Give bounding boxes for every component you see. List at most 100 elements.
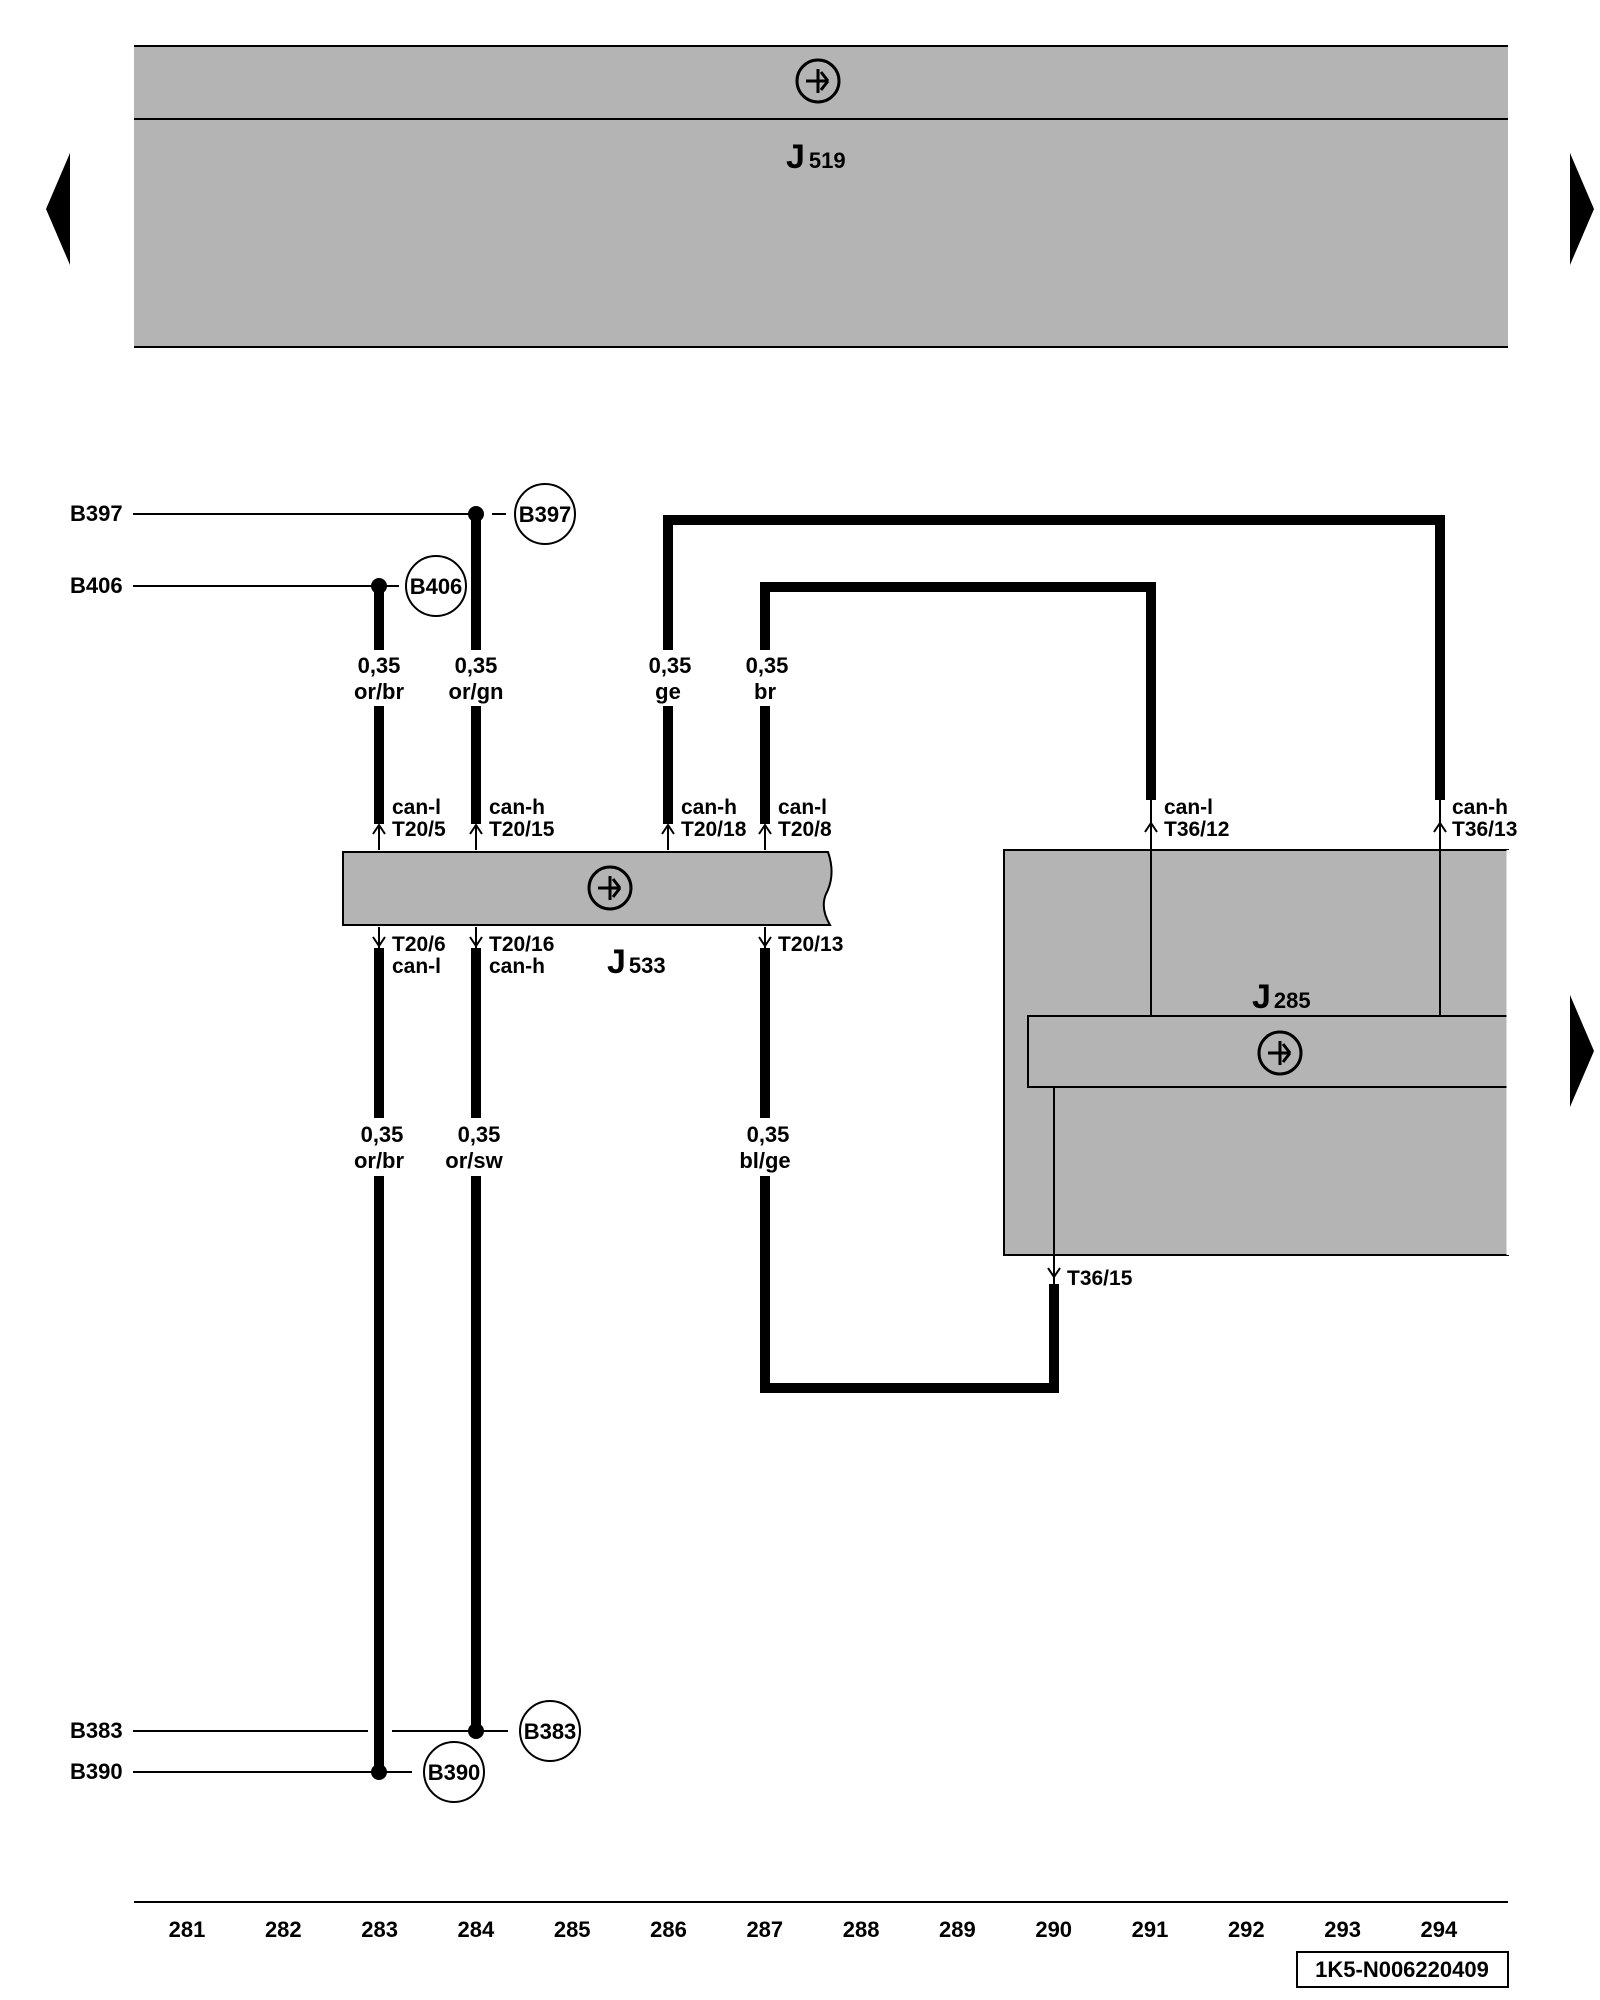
document-code-box: 1K5-N006220409 (1296, 1951, 1509, 1988)
wire-size: 0,35 (361, 1122, 404, 1147)
footer-column-number: 282 (265, 1917, 302, 1942)
wire-br-loop[interactable] (760, 582, 1156, 800)
wire-label-286-top: 0,35 ge (649, 653, 692, 704)
footer-column-number: 293 (1324, 1917, 1361, 1942)
wire-size: 0,35 (746, 653, 789, 678)
footer-column-number: 290 (1035, 1917, 1072, 1942)
connector-b390[interactable]: B390 (423, 1741, 485, 1803)
pin-signal: can-l (392, 796, 441, 819)
connector-b397-circle-label: B397 (519, 502, 572, 527)
wire-label-283-top: 0,35 or/br (354, 653, 405, 704)
pin-signal: can-l (778, 796, 827, 819)
footer-column-number: 283 (361, 1917, 398, 1942)
pin-number: T20/16 (489, 933, 554, 956)
pin-number: T36/12 (1164, 818, 1229, 841)
wire-size: 0,35 (358, 653, 401, 678)
pin-number: T20/18 (681, 818, 747, 841)
module-j519-number: 519 (809, 148, 846, 173)
document-code: 1K5-N006220409 (1315, 1957, 1489, 1982)
control-unit-symbol-icon (795, 58, 841, 104)
wire-color: or/br (354, 679, 405, 704)
wire-blge-loop[interactable] (760, 1176, 1059, 1393)
connector-b397[interactable]: B397 (514, 483, 576, 545)
module-j533-letter: J (607, 943, 626, 981)
wire-size: 0,35 (747, 1122, 790, 1147)
wire-label-283-bottom: 0,35 or/br (354, 1122, 405, 1173)
wire-size: 0,35 (458, 1122, 501, 1147)
wire-label-287-bottom: 0,35 bl/ge (739, 1122, 790, 1173)
footer-column-number: 285 (554, 1917, 591, 1942)
pin-signal: can-l (1164, 796, 1213, 819)
connector-b406[interactable]: B406 (405, 555, 467, 617)
wire-ge-loop[interactable] (663, 515, 1445, 800)
pin-label-t20-8: can-l T20/8 (778, 796, 832, 841)
wire-traces (374, 514, 1445, 1772)
wire-color: or/sw (445, 1148, 503, 1173)
wire-color: br (754, 679, 776, 704)
wire-size: 0,35 (455, 653, 498, 678)
control-unit-symbol-icon (587, 865, 633, 911)
pin-label-t20-13: T20/13 (778, 933, 843, 956)
wire-color: bl/ge (739, 1148, 790, 1173)
pin-number: T36/13 (1452, 818, 1517, 841)
footer-column-number: 292 (1228, 1917, 1265, 1942)
pin-label-t20-6: T20/6 can-l (392, 933, 446, 978)
wire-label-287-top: 0,35 br (746, 653, 789, 704)
wire-label-284-bottom: 0,35 or/sw (445, 1122, 503, 1173)
pin-signal: can-l (392, 955, 441, 978)
control-unit-symbol-icon (1257, 1030, 1303, 1076)
connector-b406-circle-label: B406 (410, 574, 463, 599)
nav-right-arrow-icon[interactable] (1570, 153, 1594, 265)
pin-label-t20-5: can-l T20/5 (392, 796, 446, 841)
module-j285-number: 285 (1274, 988, 1311, 1013)
connector-b406-label: B406 (70, 573, 123, 598)
pin-signal: can-h (1452, 796, 1508, 819)
pin-label-t20-18: can-h T20/18 (681, 796, 747, 841)
pin-label-t36-13: can-h T36/13 (1452, 796, 1517, 841)
footer-column-number: 281 (169, 1917, 206, 1942)
footer-column-number: 287 (746, 1917, 783, 1942)
connector-b390-label: B390 (70, 1759, 123, 1784)
pin-signal: can-h (489, 796, 545, 819)
pin-number: T20/6 (392, 933, 446, 956)
wire-label-284-top: 0,35 or/gn (449, 653, 504, 704)
pin-marks (372, 800, 1447, 1284)
connector-b383-label: B383 (70, 1718, 123, 1743)
module-j533-number: 533 (629, 953, 666, 978)
connector-lines (133, 513, 1441, 1773)
footer-column-number: 294 (1421, 1917, 1458, 1942)
wire-color: or/gn (449, 679, 504, 704)
connector-b383-circle-label: B383 (524, 1719, 577, 1744)
wire-color: ge (655, 679, 681, 704)
module-j285-letter: J (1252, 978, 1271, 1016)
junction-dots (371, 506, 484, 1780)
module-j519-letter: J (786, 138, 805, 176)
nav-left-arrow-icon[interactable] (46, 153, 70, 265)
footer-column-number: 289 (939, 1917, 976, 1942)
pin-signal: can-h (681, 796, 737, 819)
connector-b397-label: B397 (70, 501, 123, 526)
wire-color: or/br (354, 1148, 405, 1173)
pin-number: T20/8 (778, 818, 832, 841)
pin-number: T20/15 (489, 818, 555, 841)
footer-column-number: 284 (458, 1917, 495, 1942)
pin-label-t20-15: can-h T20/15 (489, 796, 555, 841)
footer-column-number: 288 (843, 1917, 880, 1942)
pin-number: T20/5 (392, 818, 446, 841)
pin-label-t36-15: T36/15 (1067, 1267, 1133, 1290)
pin-label-t20-16: T20/16 can-h (489, 933, 554, 978)
connector-b383[interactable]: B383 (519, 1700, 581, 1762)
wire-size: 0,35 (649, 653, 692, 678)
pin-label-t36-12: can-l T36/12 (1164, 796, 1229, 841)
nav-right-arrow-icon[interactable] (1570, 995, 1594, 1107)
footer-column-number: 291 (1132, 1917, 1169, 1942)
pin-signal: can-h (489, 955, 545, 978)
